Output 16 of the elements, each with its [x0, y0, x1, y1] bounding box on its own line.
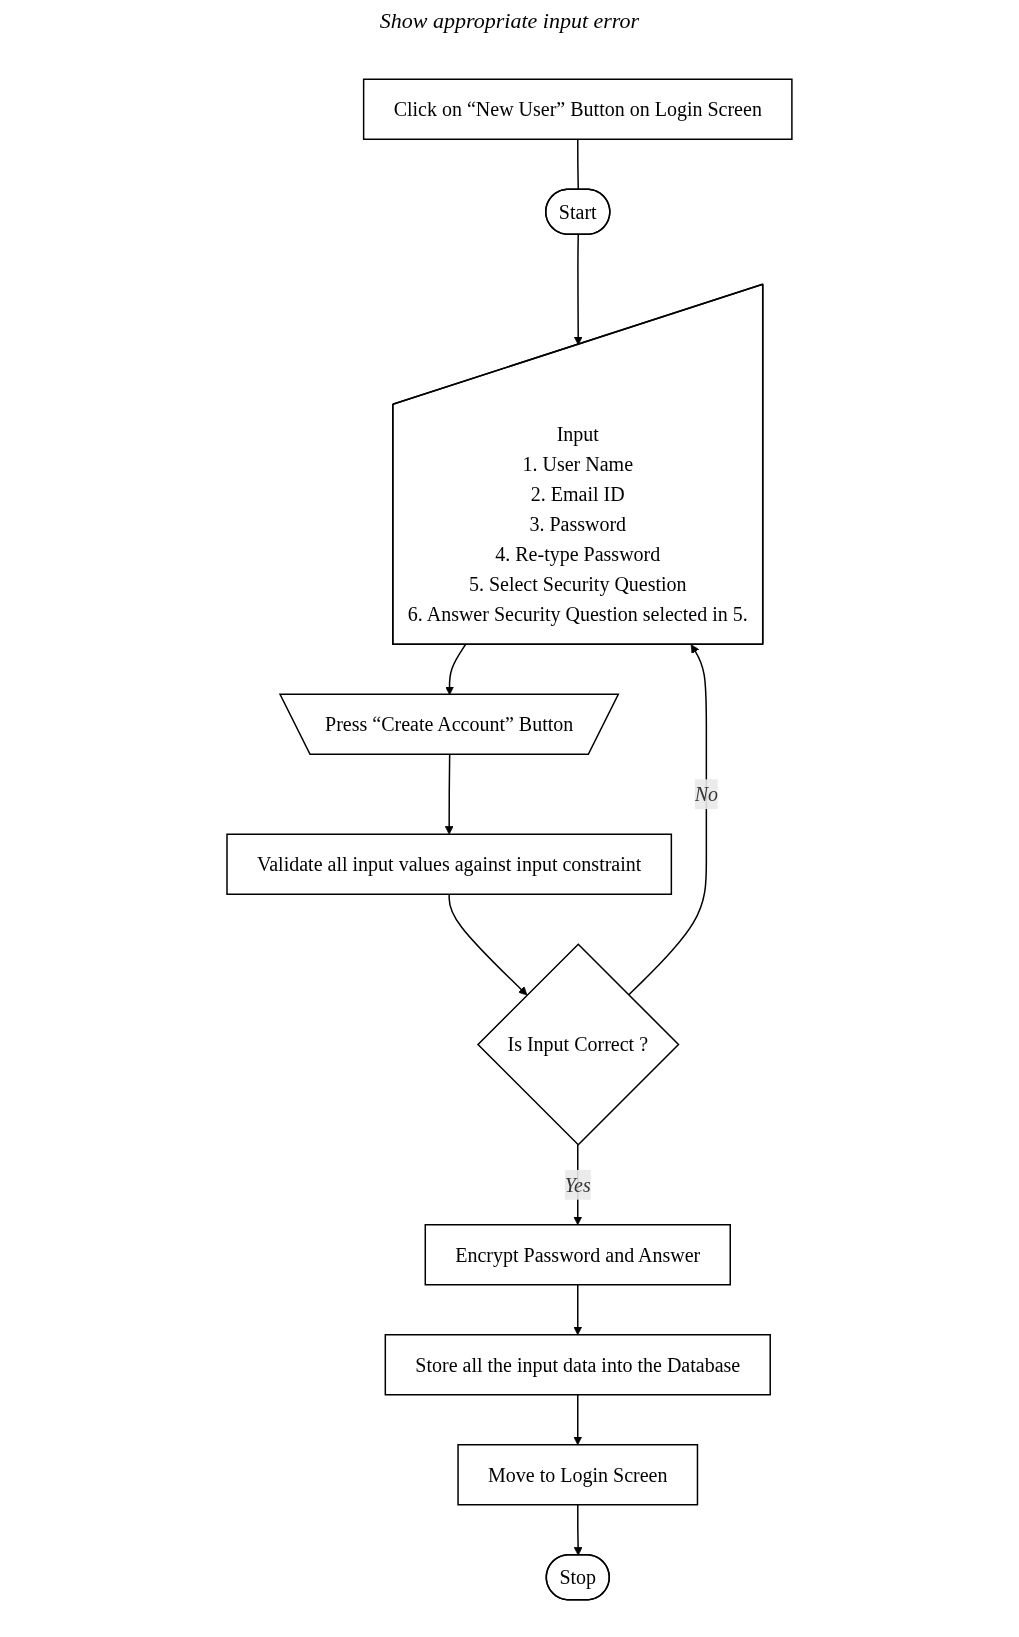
edge-label: No: [694, 783, 719, 806]
arrow: [573, 1284, 583, 1336]
arrow: [573, 1504, 583, 1556]
arrow: [627, 644, 708, 996]
node-box: Validate all input values against input constraint: [226, 833, 673, 895]
connector: [577, 138, 580, 191]
node-box: Store all the input data into the Database: [384, 1334, 771, 1396]
node-box: Encrypt Password and Answer: [424, 1224, 732, 1286]
arrow: [448, 893, 528, 996]
note-text: Show appropriate input error: [379, 8, 640, 34]
node-diamond: Is Input Correct ?: [477, 943, 680, 1146]
arrow: [573, 1394, 583, 1446]
arrow: [444, 754, 454, 835]
node-box: Click on “New User” Button on Login Screen: [362, 78, 793, 140]
edge-label: Yes: [564, 1173, 591, 1196]
node-box: Move to Login Screen: [457, 1444, 699, 1506]
